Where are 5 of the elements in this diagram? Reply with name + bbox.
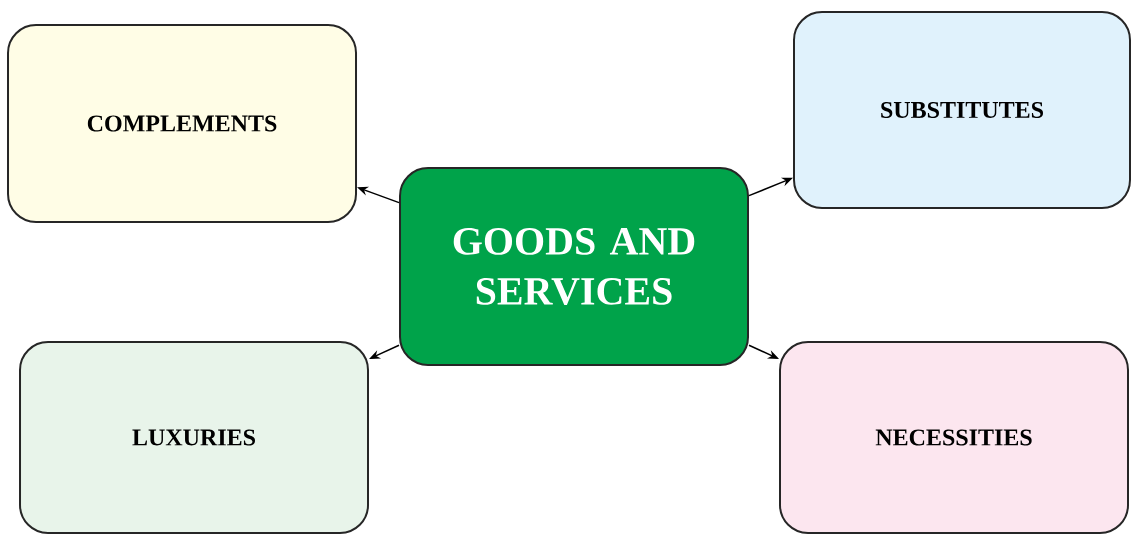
category-box: NECESSITIES bbox=[779, 341, 1129, 534]
category-box: LUXURIES bbox=[19, 341, 369, 534]
category-box: COMPLEMENTS bbox=[7, 24, 357, 223]
category-box: SUBSTITUTES bbox=[793, 11, 1131, 209]
category-box: GOODS AND SERVICES bbox=[399, 167, 749, 366]
